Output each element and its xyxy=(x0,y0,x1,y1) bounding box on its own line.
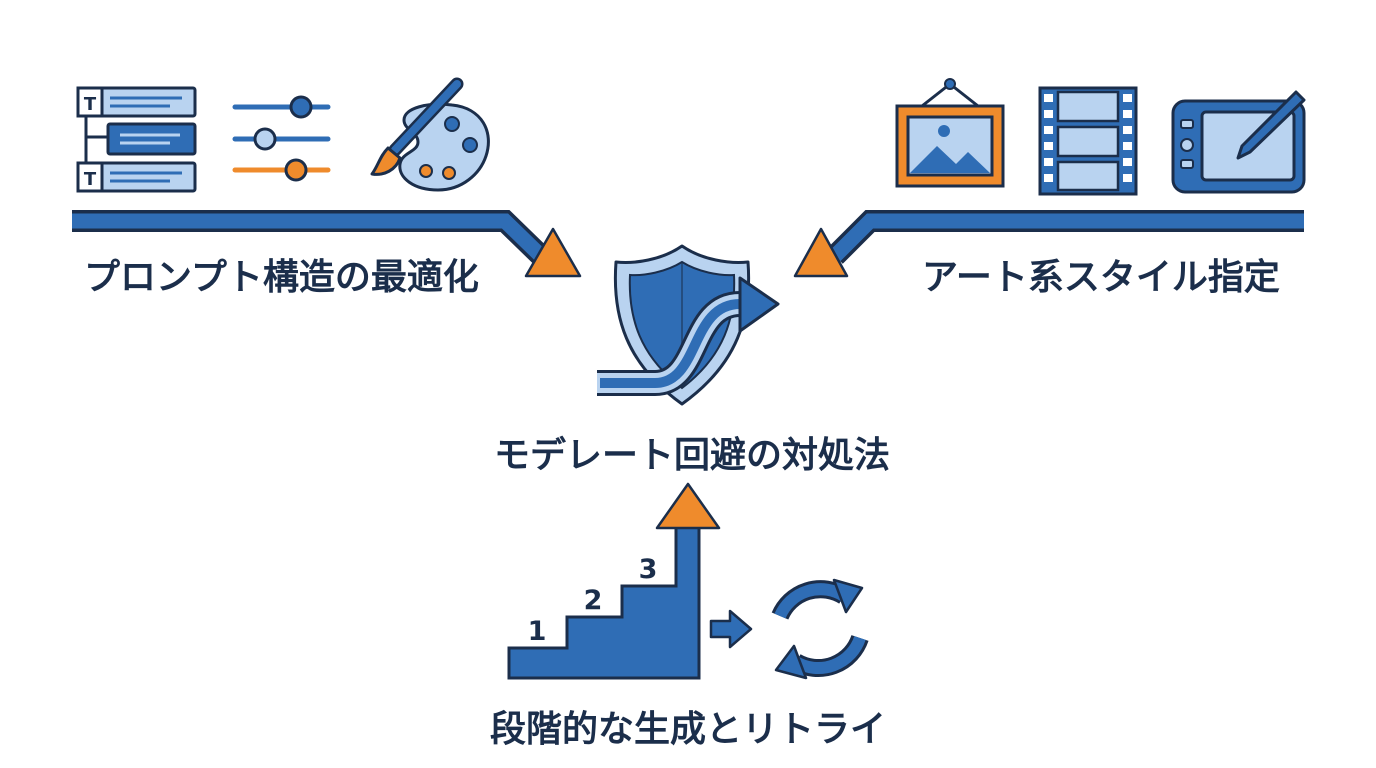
film-strip-icon xyxy=(1038,86,1138,196)
step-number-3: 3 xyxy=(639,554,658,585)
art-style-label: アート系スタイル指定 xyxy=(922,257,1280,298)
step-number-1: 1 xyxy=(528,616,547,647)
sliders-icon xyxy=(232,95,331,182)
right-arrowhead-icon xyxy=(793,227,849,278)
drawing-tablet-icon xyxy=(1171,90,1306,194)
arrow-right-icon xyxy=(709,609,753,649)
text-mark-top: T xyxy=(84,94,97,115)
refresh-cycle-icon xyxy=(771,578,869,680)
left-flow-arrow xyxy=(72,210,582,278)
text-mark-bottom: T xyxy=(84,169,97,190)
text-blocks-icon: T T xyxy=(76,86,197,193)
left-arrowhead-icon xyxy=(524,227,582,278)
shield-arrow-icon xyxy=(597,244,780,406)
paint-palette-icon xyxy=(370,77,490,192)
stepwise-retry-label: 段階的な生成とリトライ xyxy=(490,709,887,750)
stairs-arrow-icon: 1 2 3 xyxy=(507,482,721,680)
step-number-2: 2 xyxy=(584,585,603,616)
framed-picture-icon xyxy=(895,78,1005,188)
stairs-arrowhead-icon xyxy=(655,482,721,530)
moderation-workaround-label: モデレート回避の対処法 xyxy=(494,435,891,476)
prompt-structure-label: プロンプト構造の最適化 xyxy=(84,257,479,298)
right-flow-arrow xyxy=(793,210,1304,278)
